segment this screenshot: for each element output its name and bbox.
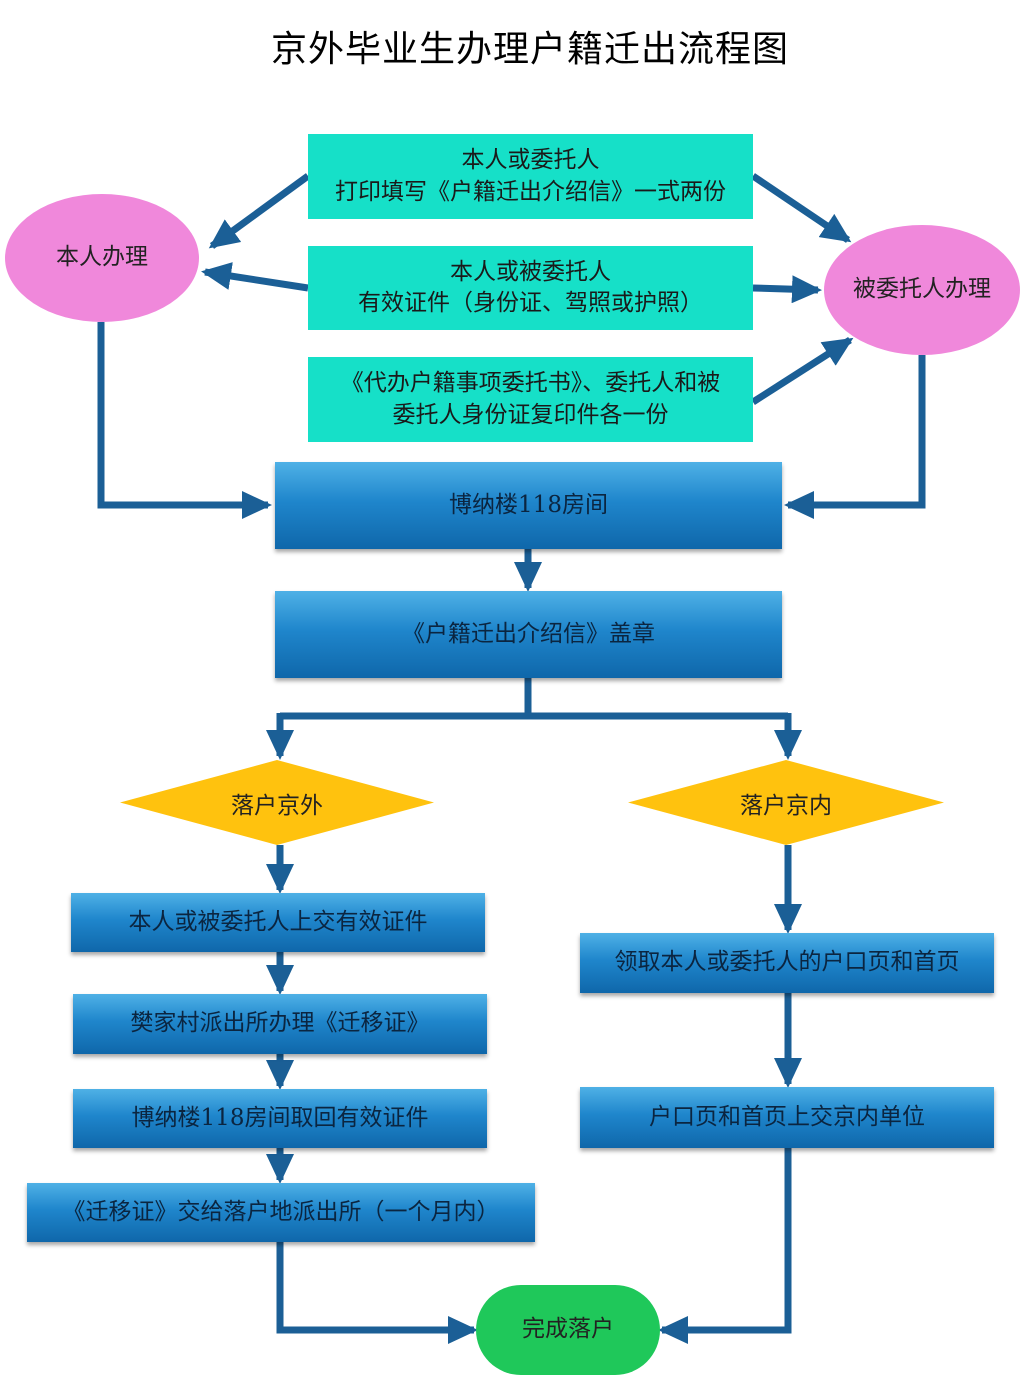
requirement-2-line-2: 有效证件（身份证、驾照或护照） xyxy=(358,290,703,316)
requirement-3-line-1: 《代办户籍事项委托书》、委托人和被 xyxy=(340,370,721,397)
requirement-box-2: 本人或被委托人 有效证件（身份证、驾照或护照） xyxy=(308,246,753,330)
room-box: 博纳楼118房间 xyxy=(275,462,782,549)
inside-step-2-box: 户口页和首页上交京内单位 xyxy=(580,1087,994,1148)
outside-step-2-box: 樊家村派出所办理《迁移证》 xyxy=(73,994,487,1054)
arrow-req1-to-agent xyxy=(751,173,852,243)
self-handle-label: 本人办理 xyxy=(56,244,148,271)
outside-step-3-box: 博纳楼118房间取回有效证件 xyxy=(73,1089,487,1148)
arrow-req3-to-agent xyxy=(751,337,854,405)
agent-handle-label: 被委托人办理 xyxy=(853,276,991,303)
requirement-2-line-1: 本人或被委托人 xyxy=(450,258,611,285)
arrow-agent-to-room xyxy=(784,355,926,519)
outside-step-4-box: 《迁移证》交给落户地派出所（一个月内） xyxy=(27,1183,535,1242)
arrow-req2-to-self xyxy=(201,262,309,292)
branch-split-line xyxy=(280,678,532,720)
stamp-label: 《户籍迁出介绍信》盖章 xyxy=(402,620,655,647)
self-handle-ellipse: 本人办理 xyxy=(5,194,199,322)
requirement-box-1: 本人或委托人 打印填写《户籍迁出介绍信》一式两份 xyxy=(308,134,753,219)
outside-step-1-label: 本人或被委托人上交有效证件 xyxy=(128,908,428,935)
done-node: 完成落户 xyxy=(476,1285,660,1375)
arrow-req1-to-self xyxy=(208,173,311,249)
inside-decision-diamond: 落户京内 xyxy=(628,760,944,845)
outside-decision-label: 落户京外 xyxy=(231,792,323,819)
arrow-req2-to-agent xyxy=(752,275,822,304)
requirement-3-line-2: 委托人身份证复印件各一份 xyxy=(392,401,669,428)
requirement-box-3: 《代办户籍事项委托书》、委托人和被 委托人身份证复印件各一份 xyxy=(308,357,753,442)
inside-step-1-label: 领取本人或委托人的户口页和首页 xyxy=(614,949,960,976)
page-title: 京外毕业生办理户籍迁出流程图 xyxy=(270,29,789,70)
arrow-in-step2-to-done xyxy=(658,1148,792,1344)
requirement-1-line-1: 本人或委托人 xyxy=(461,147,600,174)
outside-step-1-box: 本人或被委托人上交有效证件 xyxy=(71,893,485,952)
arrow-out-step4-to-done xyxy=(276,1242,478,1344)
inside-step-1-box: 领取本人或委托人的户口页和首页 xyxy=(580,933,994,993)
arrow-self-to-room xyxy=(97,322,272,519)
outside-step-3-label: 博纳楼118房间取回有效证件 xyxy=(131,1104,429,1131)
done-label: 完成落户 xyxy=(522,1316,614,1343)
agent-handle-ellipse: 被委托人办理 xyxy=(824,225,1020,355)
outside-step-2-label: 樊家村派出所办理《迁移证》 xyxy=(130,1010,430,1037)
stamp-box: 《户籍迁出介绍信》盖章 xyxy=(275,591,782,678)
outside-decision-diamond: 落户京外 xyxy=(120,760,434,845)
inside-step-2-label: 户口页和首页上交京内单位 xyxy=(649,1103,925,1130)
room-label: 博纳楼118房间 xyxy=(449,491,608,518)
outside-step-4-label: 《迁移证》交给落户地派出所（一个月内） xyxy=(62,1198,500,1225)
inside-decision-label: 落户京内 xyxy=(740,792,832,819)
requirement-1-line-2: 打印填写《户籍迁出介绍信》一式两份 xyxy=(335,178,726,205)
